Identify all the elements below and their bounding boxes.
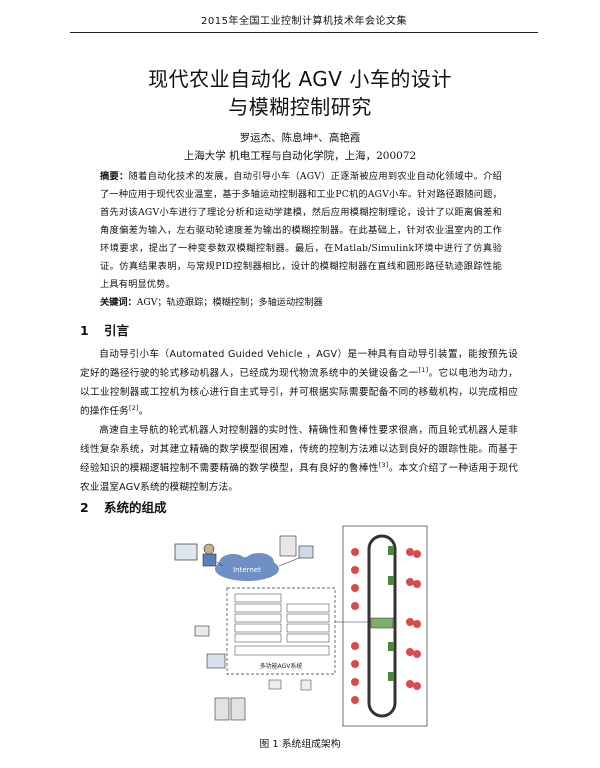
paper-title-line-2: 与模糊控制研究: [228, 95, 372, 119]
paragraph-text: 自动导引小车（Automated Guided Vehicle ，AGV）是一种…: [80, 349, 518, 379]
internet-cloud-icon: Internet: [215, 553, 279, 581]
actuator-icon: [300, 679, 312, 691]
keywords-label: 关键词：: [100, 297, 137, 308]
plant-icons: [351, 546, 421, 704]
system-architecture-figure: Internet 多功能AGV系统: [165, 522, 430, 730]
section-title: 引言: [104, 323, 130, 338]
citation: [2]: [128, 403, 139, 412]
database-server-icon: [214, 697, 230, 721]
sensor-icon: [268, 679, 282, 690]
paragraph-text: 。: [138, 406, 149, 417]
server-icon: [279, 535, 297, 557]
section-heading-2: 2 系统的组成: [80, 497, 167, 516]
authors: 罗运杰、陈息坤*、高艳霞: [239, 132, 361, 144]
cloud-label: Internet: [233, 566, 261, 574]
keywords-text: AGV；轨迹跟踪；模糊控制；多轴运动控制器: [136, 297, 323, 308]
greenhouse-boundary: [342, 525, 428, 727]
figure-illustration: Internet 多功能AGV系统: [174, 525, 428, 727]
section-title: 系统的组成: [104, 500, 167, 515]
agv-system-label: 多功能AGV系统: [260, 662, 303, 670]
abstract: 摘要：随着自动化技术的发展，自动引导小车（AGV）正逐渐被应用到农业自动化领域中…: [100, 168, 502, 294]
paragraph-text: 高速自主导航的轮式机器人对控制器的实时性、精确性和鲁棒性要求很高，而且轮式机器人…: [80, 425, 518, 474]
agv-system-box: [226, 587, 336, 675]
camera-icon: [194, 625, 210, 637]
agv-guide-track: [367, 534, 397, 718]
operator-pc-icon: [206, 653, 226, 669]
paragraph-text: 。本文介绍了一种适用于现代农业温室AGV系统的模糊控制方法。: [80, 463, 518, 493]
agv-module-stack: [234, 593, 330, 656]
paper-title-line-1: 现代农业自动化 AGV 小车的设计: [148, 67, 452, 91]
remote-user-icon: [174, 543, 217, 567]
abstract-label: 摘要：: [100, 171, 129, 182]
running-head: 2015年全国工业控制计算机技术年会论文集: [70, 12, 538, 33]
citation: [1]: [418, 365, 429, 374]
section-number: 1: [80, 323, 89, 338]
database-server-icon: [230, 697, 246, 721]
citation: [3]: [378, 460, 389, 469]
intro-paragraph-1: 自动导引小车（Automated Guided Vehicle ，AGV）是一种…: [80, 345, 518, 421]
section-number: 2: [80, 500, 89, 515]
figure-caption: 图 1 系统组成架构: [259, 739, 341, 750]
intro-paragraph-2: 高速自主导航的轮式机器人对控制器的实时性、精确性和鲁棒性要求很高，而且轮式机器人…: [80, 421, 518, 497]
keywords: 关键词：AGV；轨迹跟踪；模糊控制；多轴运动控制器: [100, 294, 502, 308]
paragraph-text: 。它以电池为动力，以工业控制器或工控机为核心进行自主式导引，并可根据实际需要配备…: [80, 368, 518, 417]
agv-vehicle: [370, 617, 394, 629]
monitor-icon: [298, 545, 314, 559]
abstract-text: 随着自动化技术的发展，自动引导小车（AGV）正逐渐被应用到农业自动化领域中。介绍…: [100, 171, 502, 290]
affiliation: 上海大学 机电工程与自动化学院，上海，200072: [183, 150, 417, 162]
section-heading-1: 1 引言: [80, 320, 129, 339]
